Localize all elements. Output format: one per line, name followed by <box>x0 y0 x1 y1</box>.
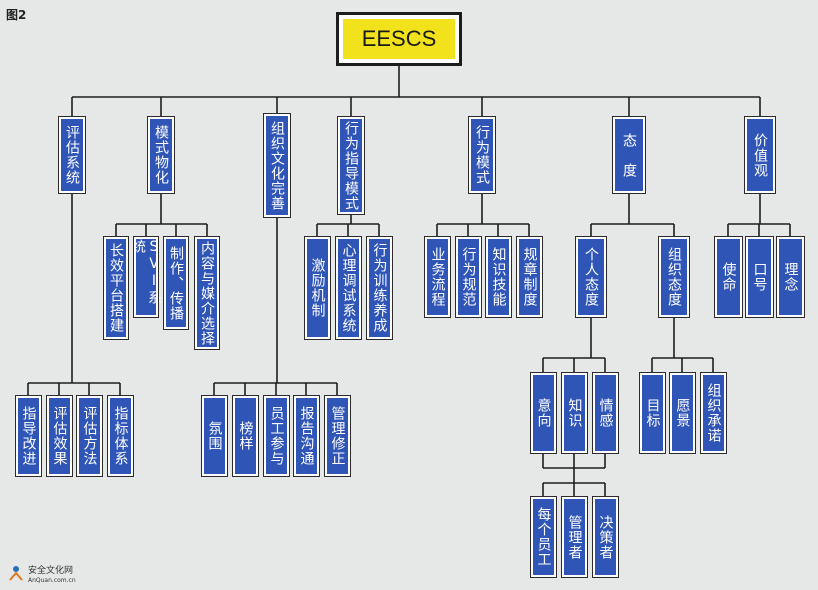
node-eval-effect: 评估效果 <box>46 395 73 477</box>
node-evaluation-system: 评估系统 <box>58 116 86 194</box>
node-atmosphere: 氛围 <box>201 395 228 477</box>
node-manager: 管理者 <box>561 496 588 578</box>
node-report-communication: 报告沟通 <box>293 395 320 477</box>
node-behavior-norm: 行为规范 <box>455 236 482 318</box>
node-incentive: 激励机制 <box>304 236 331 340</box>
node-business-process: 业务流程 <box>424 236 451 318</box>
node-knowledge: 知识 <box>561 372 588 454</box>
watermark-logo-icon <box>9 566 23 581</box>
node-emotion: 情感 <box>592 372 619 454</box>
node-content-media: 内容与媒介选择 <box>194 236 220 350</box>
node-attitude: 态 度 <box>612 116 646 194</box>
node-slogan: 口号 <box>745 236 774 318</box>
node-role-model: 榜样 <box>232 395 259 477</box>
node-vision: 愿景 <box>669 372 696 454</box>
figure-label: 图2 <box>6 8 27 22</box>
node-personal-attitude: 个人态度 <box>575 236 607 318</box>
node-management-correction: 管理修正 <box>324 395 351 477</box>
node-values: 价值观 <box>744 116 776 194</box>
node-every-employee: 每个员工 <box>530 496 557 578</box>
watermark-line2: AnQuan.com.cn <box>28 577 76 584</box>
node-behavior-training: 行为训练养成 <box>366 236 393 340</box>
watermark-line1: 安全文化网 <box>28 566 74 576</box>
node-philosophy: 理念 <box>776 236 805 318</box>
node-svi-system: SVI系统 <box>130 236 162 318</box>
node-psych-adjust: 心理调试系统 <box>335 236 362 340</box>
node-culture-improvement: 组织文化完善 <box>263 113 291 218</box>
node-indicator-system: 指标体系 <box>107 395 134 477</box>
node-decision-maker: 决策者 <box>592 496 619 578</box>
root-node-eescs: EESCS <box>336 12 462 66</box>
node-mission: 使命 <box>714 236 743 318</box>
node-long-platform: 长效平台搭建 <box>103 236 129 340</box>
node-employee-participation: 员工参与 <box>263 395 290 477</box>
node-knowledge-skill: 知识技能 <box>485 236 512 318</box>
node-production-spread: 制作、传播 <box>163 236 189 330</box>
node-mode-materialization: 模式物化 <box>147 116 175 194</box>
node-behavior-mode: 行为模式 <box>468 116 496 194</box>
node-guide-improve: 指导改进 <box>15 395 42 477</box>
node-intention: 意向 <box>530 372 557 454</box>
watermark-text: 安全文化网 AnQuan.com.cn <box>28 566 76 586</box>
node-rules: 规章制度 <box>516 236 543 318</box>
node-org-commitment: 组织承诺 <box>700 372 727 454</box>
node-behavior-guidance: 行为指导模式 <box>337 116 365 215</box>
node-eval-method: 评估方法 <box>76 395 103 477</box>
node-org-attitude: 组织态度 <box>658 236 690 318</box>
node-goal: 目标 <box>639 372 666 454</box>
